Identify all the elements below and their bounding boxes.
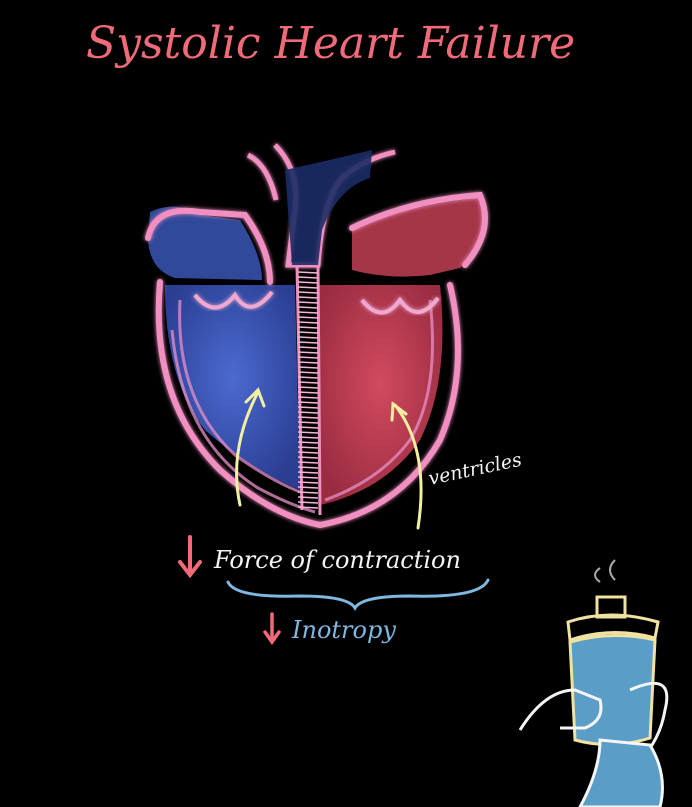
medicine-bottle-in-hand-icon	[520, 560, 667, 807]
septum-hatch-line	[298, 477, 318, 478]
septum-hatch-line	[298, 482, 318, 483]
septum-hatch-line	[298, 457, 318, 458]
septum-hatch-line	[298, 437, 318, 438]
septum-hatch-line	[298, 312, 318, 313]
septum-hatch-line	[298, 302, 318, 303]
septum-hatch-line	[298, 357, 318, 358]
septum-hatch-line	[298, 347, 318, 348]
septum-hatch-line	[298, 472, 318, 473]
down-arrow-icon	[265, 614, 279, 642]
septum-hatch-line	[298, 417, 318, 418]
septum-hatch-line	[298, 362, 318, 363]
septum-hatch-line	[298, 277, 318, 278]
septum-hatch-line	[298, 502, 318, 503]
septum-hatch-line	[298, 317, 318, 318]
septum-hatch-line	[298, 292, 318, 293]
septum-hatch-line	[298, 432, 318, 433]
septum-hatch-line	[298, 507, 318, 508]
septum-hatch-line	[298, 442, 318, 443]
septum-hatch-line	[298, 322, 318, 323]
down-arrow-icon	[180, 537, 200, 575]
septum	[297, 265, 320, 515]
septum-hatch-line	[298, 462, 318, 463]
septum-hatch-line	[298, 327, 318, 328]
force-of-contraction-label: Force of contraction	[213, 546, 461, 574]
septum-hatch-line	[298, 372, 318, 373]
inotropy-label: Inotropy	[291, 616, 396, 644]
septum-hatch-line	[298, 287, 318, 288]
septum-hatch-line	[298, 422, 318, 423]
septum-hatch-line	[298, 397, 318, 398]
septum-hatch-line	[298, 412, 318, 413]
brace	[228, 580, 488, 608]
septum-hatch-line	[298, 272, 318, 273]
diagram-title: Systolic Heart Failure	[86, 18, 575, 69]
septum-hatch-line	[298, 427, 318, 428]
septum-hatch-line	[298, 307, 318, 308]
septum-hatch-line	[298, 297, 318, 298]
septum-hatch-line	[298, 447, 318, 448]
septum-hatch-line	[298, 487, 318, 488]
septum-hatch-line	[298, 382, 318, 383]
septum-hatch-line	[298, 282, 318, 283]
septum-hatch-line	[298, 377, 318, 378]
septum-hatch-line	[298, 337, 318, 338]
septum-hatch-line	[298, 342, 318, 343]
septum-hatch-line	[298, 367, 318, 368]
septum-hatch-line	[298, 332, 318, 333]
septum-hatch-line	[298, 402, 318, 403]
septum-hatch-line	[298, 387, 318, 388]
ventricles-label: ventricles	[426, 449, 523, 490]
septum-hatch-line	[298, 407, 318, 408]
right-ventricle	[165, 285, 300, 490]
vessel-outline	[248, 155, 276, 200]
septum-hatch-line	[298, 352, 318, 353]
septum-hatch-line	[298, 467, 318, 468]
septum-hatch-line	[298, 392, 318, 393]
septum-hatch-line	[298, 452, 318, 453]
septum-hatch-line	[298, 497, 318, 498]
septum-hatch-line	[298, 492, 318, 493]
